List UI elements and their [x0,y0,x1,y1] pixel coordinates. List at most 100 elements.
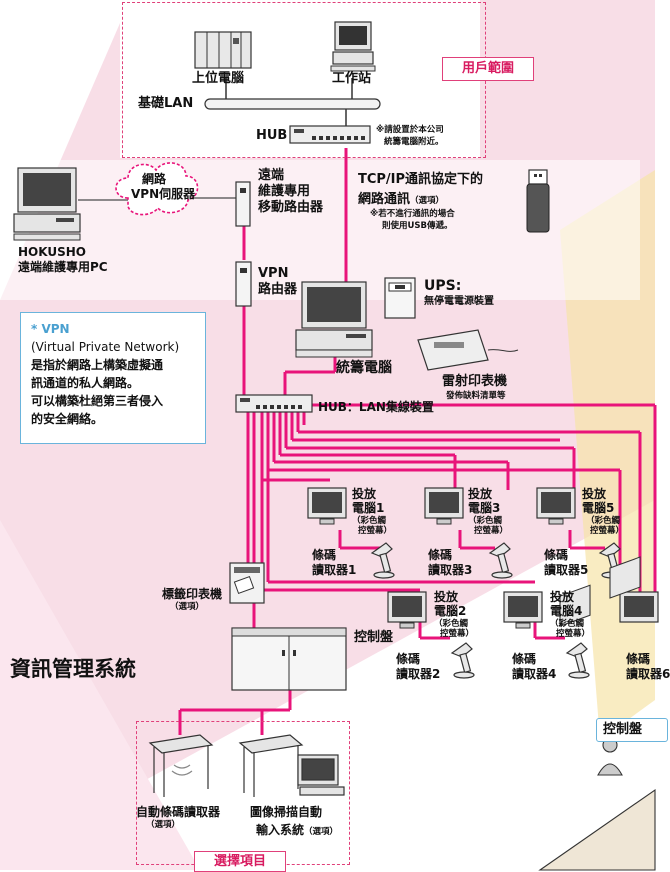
tcpip-title-2: 網路通訊 [358,192,411,207]
vpn-note-line-1: * VPN [31,322,70,336]
install-note-1: ※請設置於本公司 [376,125,444,135]
remote-router-label-2: 維護專用 [258,184,311,199]
vpn-router-label-2: 路由器 [258,282,298,297]
reader-5-label-2: 讀取器5 [544,563,589,577]
hub-lan-label: HUB：LAN集線裝置 [318,400,434,414]
remote-pc-drawing [13,167,81,241]
image-scan-label-1: 圖像掃描自動 [250,805,323,819]
projection-pc-5-note-1: （彩色觸 [586,516,621,526]
control-panel-right-tag: 控制盤 [596,718,668,742]
reader-6-label-1: 條碼 [626,652,651,666]
main-pc-label: 統籌電腦 [336,360,392,376]
remote-router-drawing [235,181,251,227]
label-printer-drawing [229,562,265,604]
hub-top-drawing [289,125,371,144]
projection-pc-4-label-2: 電腦4 [550,604,583,618]
projection-pc-2-label-1: 投放 [434,590,459,604]
barcode-reader-4-drawing [565,642,590,679]
control-panel-drawing [231,627,347,691]
reader-2-label-2: 讀取器2 [396,667,441,681]
remote-router-label-3: 移動路由器 [258,200,324,215]
vpn-router-drawing [235,261,252,307]
host-computer-drawing [194,31,252,69]
projection-pc-5-drawing [536,487,576,525]
factory-scene-drawing [538,556,656,871]
projection-pc-2-drawing [387,591,427,629]
system-title: 資訊管理系統 [10,657,136,681]
reader-1-label-1: 條碼 [312,548,337,562]
tcpip-title-1: TCP/IP通訊協定下的 [358,172,484,187]
control-panel-label: 控制盤 [354,630,394,645]
auto-reader-optional: （選項） [146,820,181,830]
vpn-cloud-drawing [115,162,199,216]
barcode-reader-2-drawing [450,642,475,679]
vpn-note-line-2: (Virtual Private Network) [31,340,180,354]
barcode-reader-3-drawing [488,542,513,579]
vpn-router-label-1: VPN [258,266,289,281]
reader-1-label-2: 讀取器1 [312,563,357,577]
projection-pc-1-note-1: （彩色觸 [352,516,387,526]
hub-lan-drawing [235,394,313,413]
install-note-2: 統籌電腦附近。 [384,137,444,147]
cloud-label-1: 網路 [142,172,167,186]
reader-6-label-2: 讀取器6 [626,667,670,681]
projection-pc-3-label-1: 投放 [468,487,493,501]
barcode-reader-1-drawing [370,542,395,579]
reader-2-label-1: 條碼 [396,652,421,666]
projection-pc-5-label-2: 電腦5 [582,501,615,515]
cloud-label-2: VPN伺服器 [131,187,196,201]
workstation-drawing [330,21,376,72]
reader-5-label-1: 條碼 [544,548,569,562]
options-box [136,721,350,865]
projection-pc-1-note-2: 控螢幕） [358,526,393,536]
vpn-note-line-4: 訊通道的私人網路。 [31,376,140,390]
image-scan-label-2: 輸入系統 [256,823,305,837]
image-scan-system-drawing [238,734,345,797]
tcpip-optional: （選項） [410,196,445,206]
reader-4-label-1: 條碼 [512,652,537,666]
projection-pc-5-note-2: 控螢幕） [590,526,625,536]
host-computer-label: 上位電腦 [192,71,245,86]
label-printer-optional: （選項） [170,602,205,612]
hub-label: HUB [256,128,288,143]
background-floor-light [0,520,200,870]
vpn-note-line-3: 是指於網路上構築虛擬通 [31,358,164,372]
vpn-note-line-6: 的安全網絡。 [31,412,104,426]
projection-pc-1-label-1: 投放 [352,487,377,501]
projection-pc-4-drawing [503,591,543,629]
auto-reader-label: 自動條碼讀取器 [136,805,221,819]
projection-pc-6-drawing [619,591,659,623]
laser-printer-label: 雷射印表機 [442,374,508,389]
image-scan-optional: （選項） [304,827,339,837]
projection-pc-1-label-2: 電腦1 [352,501,385,515]
ups-subtitle: 無停電電源裝置 [424,296,494,307]
projection-pc-3-note-1: （彩色觸 [468,516,503,526]
projection-pc-2-label-2: 電腦2 [434,604,467,618]
lan-bar-drawing [204,78,381,128]
remote-router-label-1: 遠端 [258,168,285,183]
projection-pc-4-note-1: （彩色觸 [550,619,585,629]
projection-pc-5-label-1: 投放 [582,487,607,501]
ups-drawing [384,277,416,319]
remote-pc-label-1: HOKUSHO [18,245,86,259]
projection-pc-3-drawing [424,487,464,525]
projection-pc-4-label-1: 投放 [550,590,575,604]
auto-barcode-reader-drawing [148,734,214,797]
laser-printer-drawing [417,329,519,371]
ups-title: UPS: [424,278,462,294]
reader-3-label-2: 讀取器3 [428,563,473,577]
lan-label: 基礎LAN [138,96,194,111]
vpn-note-line-5: 可以構築杜絕第三者侵入 [31,394,164,408]
control-panel-right-label: 控制盤 [603,722,643,737]
reader-4-label-2: 讀取器4 [512,667,557,681]
options-tag: 選擇項目 [194,851,286,872]
tcpip-note-1: ※若不進行通訊的場合 [370,209,455,219]
workstation-label: 工作站 [332,71,372,86]
user-area-tag: 用戶範圍 [442,57,534,81]
vpn-note-box: * VPN (Virtual Private Network) 是指於網路上構築… [20,312,206,444]
reader-3-label-1: 條碼 [428,548,453,562]
projection-pc-4-note-2: 控螢幕） [556,629,591,639]
label-printer-label: 標籤印表機 [162,587,223,601]
